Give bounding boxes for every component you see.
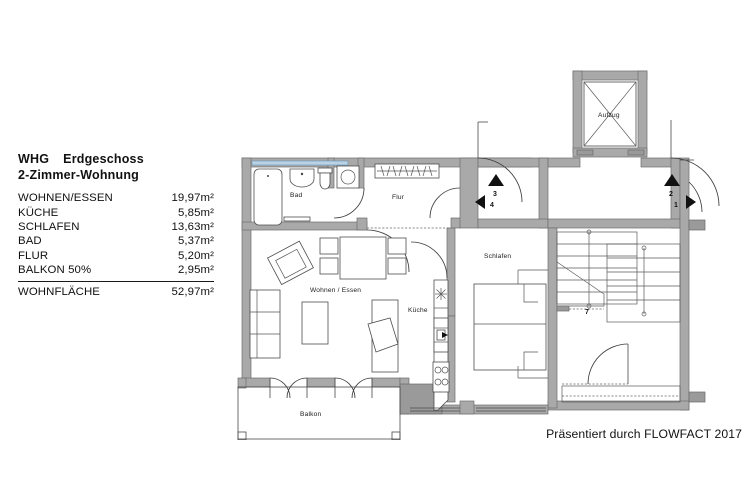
area-row-value: 13,63m²	[171, 220, 214, 233]
total-value: 52,97m²	[171, 286, 214, 299]
table-row: WOHNEN/ESSEN 19,97m²	[18, 191, 214, 205]
lower-right-door	[561, 343, 681, 403]
room-bad: Bad	[251, 160, 349, 226]
area-row-value: 5,85m²	[177, 206, 214, 219]
shelf-furniture	[249, 289, 281, 359]
area-row-name: WOHNEN/ESSEN	[18, 192, 113, 205]
bathtub-fixture	[253, 168, 283, 226]
marker-2-label: 2	[669, 191, 673, 198]
marker-4-triangle-left	[475, 195, 485, 209]
stairwell: 7	[556, 229, 681, 323]
room-label-flur: Flur	[392, 194, 405, 201]
area-row-name: KÜCHE	[18, 206, 59, 219]
stair-step-number: 7	[585, 309, 589, 316]
total-table: WOHNFLÄCHE 52,97m²	[18, 282, 214, 299]
room-flur: Flur	[333, 163, 461, 273]
room-schlafen: Schlafen	[473, 253, 548, 379]
room-label-wohnen-essen: Wohnen / Essen	[310, 287, 361, 294]
stair-flight-upper	[556, 231, 638, 305]
marker-3-triangle-up	[488, 174, 504, 186]
wardrobe-furniture	[374, 163, 440, 179]
dining-set-furniture	[319, 236, 407, 280]
apartment-bottom-windows	[410, 407, 546, 412]
entry-door-left	[477, 121, 523, 203]
legend-title-floor: Erdgeschoss	[63, 152, 144, 166]
table-row-total: WOHNFLÄCHE 52,97m²	[18, 282, 214, 299]
room-label-aufzug: Aufzug	[598, 112, 620, 119]
area-row-name: BALKON 50%	[18, 264, 92, 277]
marker-4-label: 4	[490, 202, 494, 209]
stair-flight-lower	[606, 243, 681, 323]
marker-1-label: 1	[674, 202, 678, 209]
bath-ledge	[283, 216, 311, 222]
bathroom-window	[251, 160, 349, 166]
balcony-doors	[269, 377, 373, 399]
area-row-value: 5,20m²	[177, 249, 214, 262]
area-row-value: 2,95m²	[177, 264, 214, 277]
room-balkon: Balkon	[237, 386, 401, 440]
entry-door-right	[670, 120, 720, 213]
sink-fixture	[289, 168, 315, 188]
area-legend: WHG Erdgeschoss 2-Zimmer-Wohnung WOHNEN/…	[18, 152, 214, 299]
armchair-furniture	[266, 240, 314, 286]
area-row-name: BAD	[18, 235, 42, 248]
unit-markers: 3 4 2 1	[475, 174, 696, 209]
marker-1-triangle-right	[686, 195, 696, 209]
marker-3-label: 3	[493, 191, 497, 198]
right-edge-details	[688, 219, 706, 403]
sink-star-icon	[435, 288, 447, 300]
sofa-furniture	[367, 299, 399, 373]
room-label-kueche: Küche	[408, 307, 428, 314]
table-row: KÜCHE 5,85m²	[18, 205, 214, 219]
coffee-table-furniture	[301, 301, 329, 345]
table-row: BALKON 50% 2,95m²	[18, 263, 214, 277]
legend-title-apartment: 2-Zimmer-Wohnung	[18, 168, 140, 182]
total-label: WOHNFLÄCHE	[18, 286, 101, 299]
elevator-aufzug: Aufzug	[576, 81, 645, 156]
area-table: WOHNEN/ESSEN 19,97m² KÜCHE 5,85m² SCHLAF…	[18, 191, 214, 277]
footer-credit: Präsentiert durch FLOWFACT 2017	[546, 427, 742, 441]
kitchen-units	[432, 279, 450, 411]
floorplan-svg: Balkon Bad	[237, 70, 720, 440]
floorplan-drawing: Balkon Bad	[232, 62, 744, 440]
room-wohnen-essen: Wohnen / Essen	[249, 236, 407, 373]
area-row-value: 19,97m²	[171, 192, 214, 205]
room-label-schlafen: Schlafen	[484, 253, 511, 260]
legend-title-row: WHG Erdgeschoss	[18, 152, 214, 166]
legend-title-whg: WHG	[18, 152, 50, 166]
room-kueche: Küche	[408, 241, 450, 411]
room-label-balkon: Balkon	[300, 411, 321, 418]
room-label-bad: Bad	[290, 192, 302, 199]
marker-2-triangle-up	[664, 174, 680, 186]
toilet-cistern	[317, 167, 333, 174]
toilet-fixture	[319, 172, 331, 190]
table-row: FLUR 5,20m²	[18, 249, 214, 263]
legend-divider	[18, 281, 214, 283]
table-row: BAD 5,37m²	[18, 234, 214, 248]
bed-furniture	[473, 283, 547, 371]
walls-group	[237, 70, 690, 415]
table-row: SCHLAFEN 13,63m²	[18, 220, 214, 234]
area-row-name: SCHLAFEN	[18, 220, 80, 233]
area-row-value: 5,37m²	[177, 235, 214, 248]
washing-machine	[336, 165, 360, 189]
area-row-name: FLUR	[18, 249, 49, 262]
